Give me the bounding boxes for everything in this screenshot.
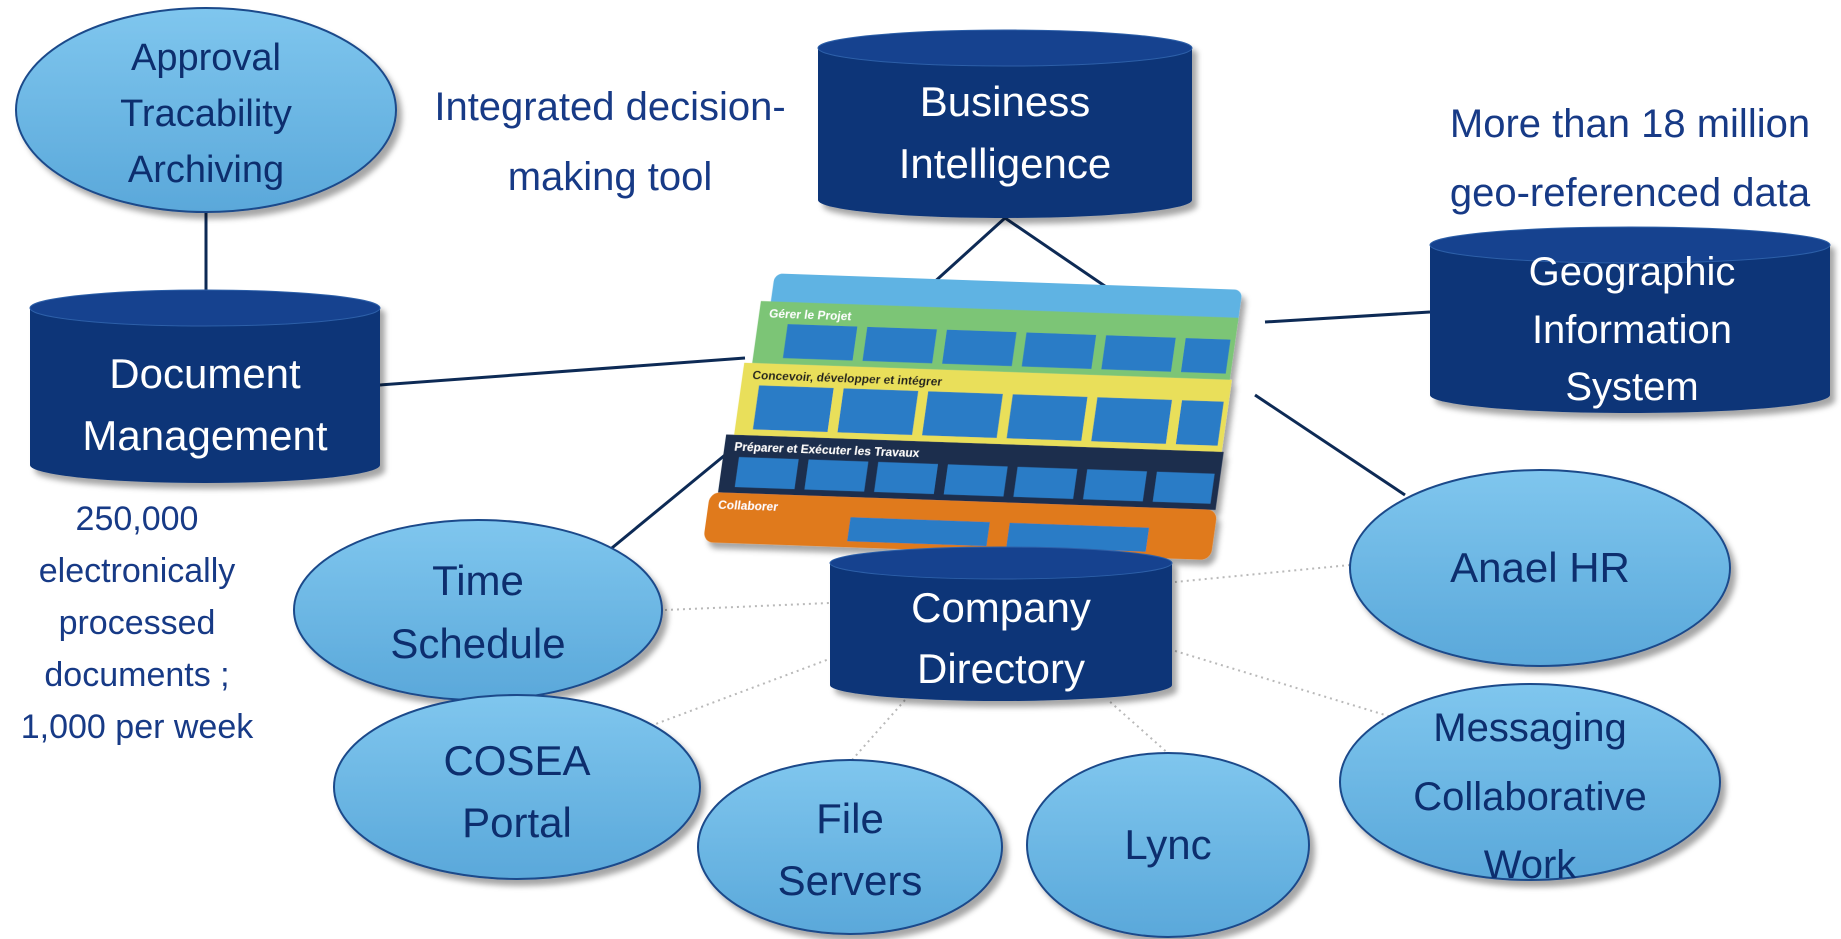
connector-docmgmt-center [379, 356, 746, 387]
decision-tool-line-2: making tool [508, 155, 713, 199]
cylinder-top [817, 29, 1193, 67]
cylinder-body [830, 563, 1172, 701]
bi-line-1: Business [920, 78, 1090, 125]
file-line-1: File [816, 795, 884, 842]
docmgmt-line-1: Document [109, 350, 301, 397]
bi-line-2: Intelligence [899, 140, 1111, 187]
solid-connectors [204, 212, 1431, 554]
documents-line-4: documents ; [44, 656, 229, 694]
connector-anael-center [1254, 393, 1406, 497]
node-file-servers: File Servers [697, 759, 1003, 935]
approval-line-2: Tracability [120, 93, 292, 135]
documents-line-2: electronically [39, 552, 236, 590]
directory-line-2: Directory [917, 645, 1085, 692]
platform-row-design-title: Concevoir, développer et intégrer [752, 368, 944, 389]
node-lync: Lync [1026, 752, 1310, 938]
cylinder-body [30, 308, 380, 483]
documents-line-1: 250,000 [76, 500, 199, 538]
dotted-cosea-directory [644, 657, 833, 729]
node-company-directory: Company Directory [829, 546, 1173, 701]
cosea-line-2: Portal [462, 799, 572, 846]
cylinder-top [29, 289, 381, 327]
node-business-intelligence: Business Intelligence [817, 29, 1193, 218]
platform-row-execute-title: Préparer et Exécuter les Travaux [733, 440, 920, 460]
node-messaging: Messaging Collaborative Work [1339, 683, 1721, 887]
connector-bi-center-right [1004, 216, 1119, 297]
dotted-time-directory [664, 602, 831, 611]
time-line-1: Time [432, 557, 524, 604]
dotted-connectors [644, 564, 1396, 761]
dotted-messaging-directory [1171, 649, 1396, 719]
node-cosea-portal: COSEA Portal [333, 694, 701, 880]
ellipse-shape [1349, 469, 1731, 667]
cylinder-top [829, 546, 1173, 580]
central-platform-image: Gérer le Projet Concevoir, développer et… [704, 273, 1242, 560]
cylinder-top [1429, 226, 1831, 264]
ellipse-shape [1026, 752, 1310, 938]
dotted-file-directory [851, 699, 906, 761]
documents-line-5: 1,000 per week [21, 708, 254, 746]
annotation-documents: 250,000 electronically processed documen… [21, 500, 254, 746]
lync-line-1: Lync [1124, 821, 1211, 868]
approval-line-3: Archiving [128, 149, 284, 191]
dotted-anael-directory [1174, 564, 1351, 583]
file-line-2: Servers [778, 857, 923, 904]
directory-line-1: Company [911, 584, 1091, 631]
documents-line-3: processed [59, 604, 216, 642]
ellipse-shape [293, 519, 663, 701]
node-time-schedule: Time Schedule [293, 519, 663, 701]
geo-data-line-2: geo-referenced data [1450, 171, 1811, 215]
gis-line-1: Geographic [1529, 250, 1736, 294]
messaging-line-2: Collaborative [1413, 775, 1646, 819]
connector-gis-center [1264, 310, 1431, 324]
cylinder-body [818, 48, 1192, 218]
node-approval: Approval Tracability Archiving [15, 7, 397, 213]
cosea-line-1: COSEA [443, 737, 590, 784]
ellipse-shape [15, 7, 397, 213]
time-line-2: Schedule [390, 620, 565, 667]
gis-line-2: Information [1532, 308, 1732, 352]
platform-row-manage-title: Gérer le Projet [768, 306, 852, 323]
gis-line-3: System [1565, 365, 1698, 409]
anael-line-1: Anael HR [1450, 544, 1630, 591]
connector-time-center [606, 453, 726, 554]
ellipse-shape [697, 759, 1003, 935]
platform-tiles [734, 324, 1231, 552]
ellipse-shape [333, 694, 701, 880]
node-document-management: Document Management [29, 289, 381, 483]
decision-tool-line-1: Integrated decision- [434, 85, 785, 129]
approval-line-1: Approval [131, 37, 281, 79]
dotted-lync-directory [1107, 699, 1171, 756]
node-gis: Geographic Information System [1429, 226, 1831, 413]
node-anael-hr: Anael HR [1349, 469, 1731, 667]
annotation-decision-tool: Integrated decision- making tool [434, 85, 785, 199]
docmgmt-line-2: Management [82, 412, 327, 459]
annotation-geo-data: More than 18 million geo-referenced data [1450, 102, 1811, 215]
messaging-line-1: Messaging [1433, 706, 1626, 750]
messaging-line-3: Work [1484, 843, 1578, 887]
platform-row-collaborate-title: Collaborer [717, 498, 779, 514]
ellipse-shape [1339, 683, 1721, 881]
geo-data-line-1: More than 18 million [1450, 102, 1810, 146]
cylinder-body [1430, 245, 1830, 413]
